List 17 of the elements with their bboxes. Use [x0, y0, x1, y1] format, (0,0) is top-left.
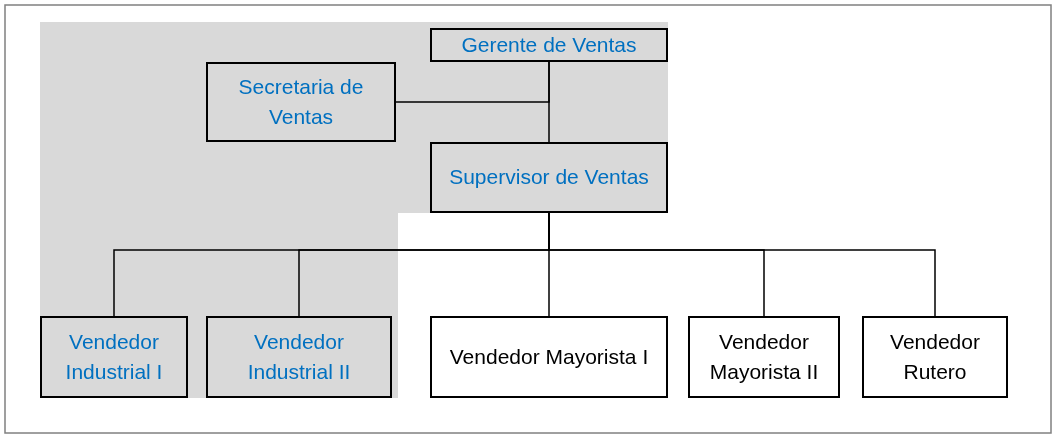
role-label: Gerente de Ventas — [461, 31, 637, 58]
role-label: Supervisor de Ventas — [449, 164, 649, 191]
role-label: Vendedor Industrial I — [64, 328, 164, 385]
org-box — [206, 316, 392, 398]
org-box — [430, 142, 668, 213]
org-box — [862, 316, 1008, 398]
connector-line — [395, 61, 550, 103]
role-label: Vendedor Mayorista I — [449, 343, 649, 370]
org-box — [206, 62, 396, 142]
org-box — [688, 316, 840, 398]
org-box — [430, 28, 668, 62]
org-box — [40, 316, 188, 398]
role-label: Secretaria de Ventas — [237, 73, 365, 130]
org-box — [430, 316, 668, 398]
role-label: Vendedor Industrial II — [246, 328, 352, 385]
role-label: Vendedor Mayorista II — [708, 328, 820, 385]
role-label: Vendedor Rutero — [889, 328, 981, 385]
